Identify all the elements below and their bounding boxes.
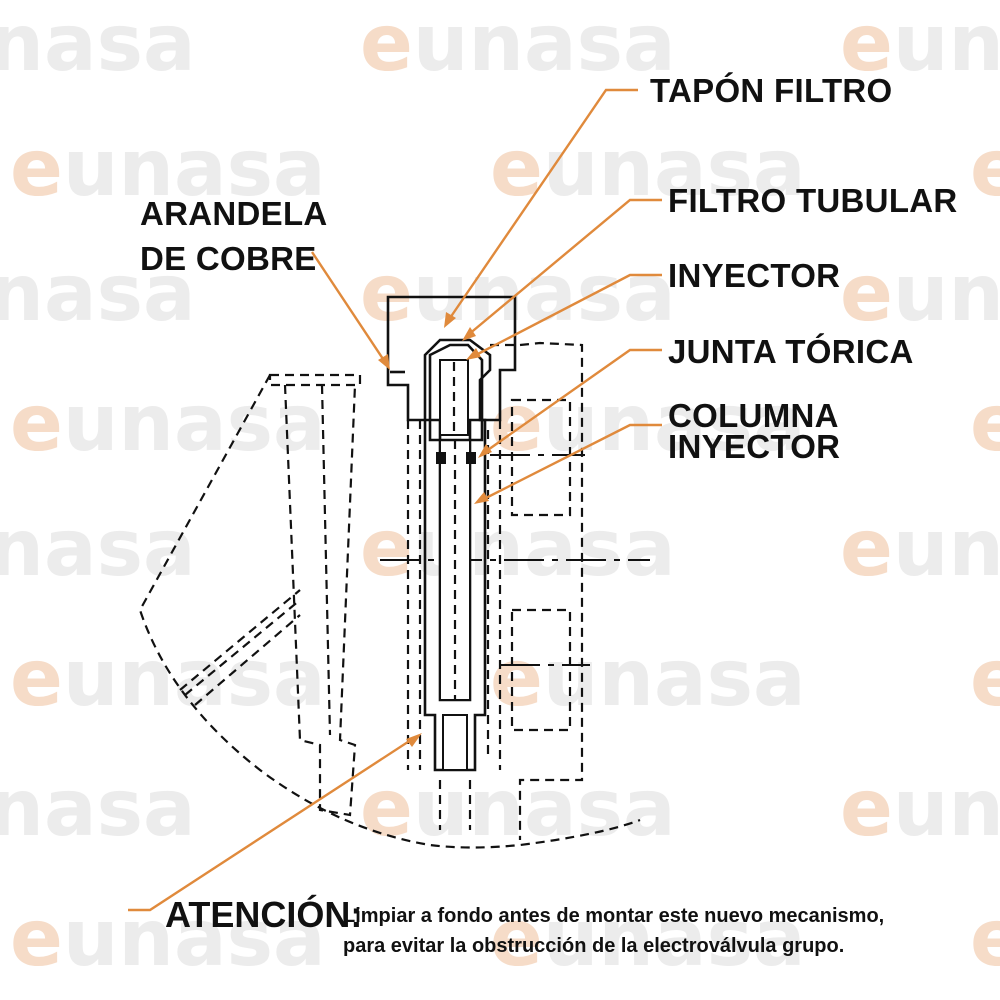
watermark-logo: eunasa bbox=[10, 379, 326, 469]
watermark-logo: eunasa bbox=[490, 634, 806, 724]
filter-cap-part bbox=[386, 295, 517, 422]
watermark-logo: eunasa bbox=[360, 0, 676, 89]
watermark-logo: eunasa bbox=[10, 634, 326, 724]
label-arandela-line2: DE COBRE bbox=[140, 240, 317, 277]
watermark-logo: eunasa bbox=[490, 894, 806, 984]
label-junta-torica: JUNTA TÓRICA bbox=[668, 333, 914, 370]
watermark-logo: eunasa bbox=[840, 504, 1000, 594]
watermark-logo: eunasa bbox=[490, 124, 806, 214]
watermark-logo: eunasa bbox=[970, 634, 1000, 724]
watermark-logo: eunasa bbox=[0, 764, 196, 854]
watermark-logo: eunasa bbox=[840, 0, 1000, 89]
injector-insert-part bbox=[428, 343, 484, 464]
label-arandela-line1: ARANDELA bbox=[140, 195, 328, 232]
note-line1: Limpiar a fondo antes de montar este nue… bbox=[343, 905, 884, 927]
label-filtro-tubular: FILTRO TUBULAR bbox=[668, 182, 958, 219]
watermark-logo: eunasa bbox=[970, 379, 1000, 469]
watermark-logo: eunasa bbox=[10, 894, 326, 984]
watermark-logo: eunasa bbox=[840, 249, 1000, 339]
watermark-logo: eunasa bbox=[490, 379, 806, 469]
label-columna-line1: COLUMNA bbox=[668, 397, 839, 434]
watermark-logo: eunasa bbox=[360, 764, 676, 854]
watermark-logo: eunasa bbox=[0, 249, 196, 339]
leader-lines bbox=[128, 88, 662, 912]
part-labels: TAPÓN FILTRO FILTRO TUBULAR ARANDELA DE … bbox=[140, 72, 958, 465]
label-columna-line2: INYECTOR bbox=[668, 428, 840, 465]
watermark-logo: eunasa bbox=[0, 0, 196, 89]
group-body-outline bbox=[138, 341, 641, 849]
note-title: ATENCIÓN: bbox=[165, 893, 362, 935]
attention-note: ATENCIÓN: Limpiar a fondo antes de monta… bbox=[165, 893, 884, 957]
note-line2: para evitar la obstrucción de la electro… bbox=[343, 935, 844, 957]
watermark-logo: eunasa bbox=[0, 504, 196, 594]
label-tapon-filtro: TAPÓN FILTRO bbox=[650, 72, 893, 109]
label-inyector: INYECTOR bbox=[668, 257, 840, 294]
watermark-logo: eunasa bbox=[970, 124, 1000, 214]
watermark-logo: eunasa bbox=[970, 894, 1000, 984]
injector-column-part bbox=[423, 418, 487, 772]
watermark-logo: eunasa bbox=[10, 124, 326, 214]
watermark-logo: eunasa bbox=[360, 249, 676, 339]
watermark-logo: eunasa bbox=[840, 764, 1000, 854]
